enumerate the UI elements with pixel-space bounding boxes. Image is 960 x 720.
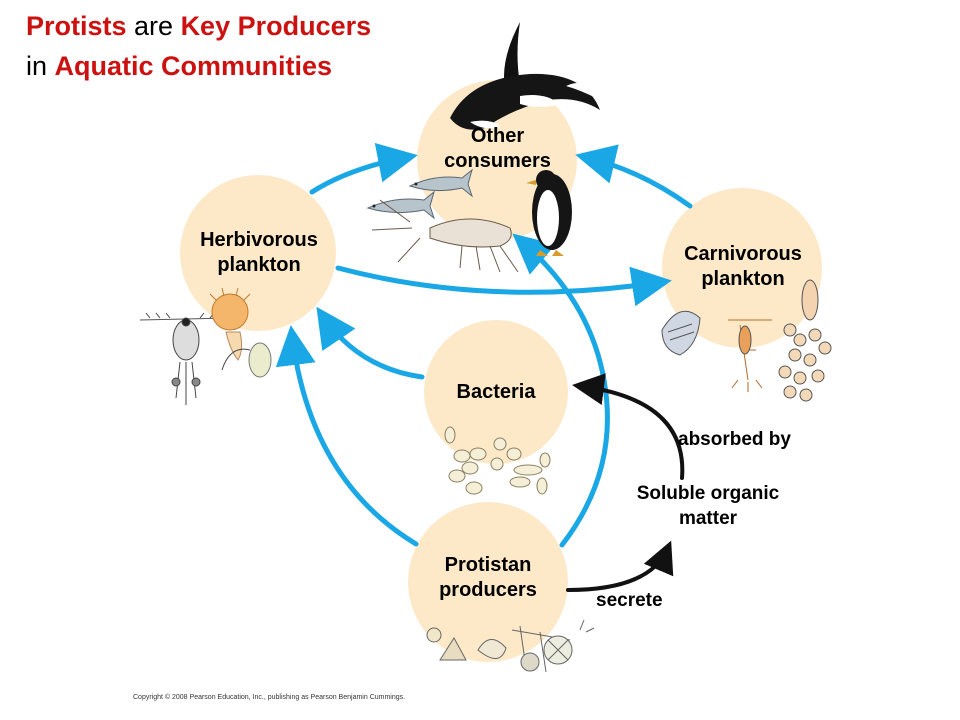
bacteria-illustration-icon	[444, 426, 551, 495]
title-line-1: Protists are Key Producers	[26, 6, 371, 46]
slide-title: Protists are Key Producers in Aquatic Co…	[26, 6, 371, 86]
herbivorous-plankton-circle	[180, 175, 336, 331]
protistan-producers-label: Protistan producers	[439, 554, 537, 601]
shrimp-icon	[371, 199, 519, 273]
fish-icon	[366, 168, 474, 220]
penguin-icon	[526, 170, 572, 256]
orca-icon	[450, 22, 600, 130]
secrete-label: secrete	[596, 590, 663, 611]
arrow-herbivorous-to-consumers	[309, 142, 418, 195]
carnivorous-plankton-icon	[661, 279, 832, 402]
title-aquatic-communities: Aquatic Communities	[54, 51, 333, 81]
arrow-herbivorous-to-carnivorous	[335, 265, 672, 307]
herbivorous-plankton-label: Herbivorous plankton	[200, 229, 318, 276]
carnivorous-plankton-label: Carnivorous plankton	[684, 243, 802, 290]
title-in: in	[26, 51, 55, 81]
herbivorous-plankton-icon	[139, 287, 272, 405]
arrow-carnivorous-to-consumers	[575, 144, 693, 209]
protistan-producers-circle	[408, 502, 568, 662]
title-key-producers: Key Producers	[180, 11, 372, 41]
title-are: are	[126, 11, 181, 41]
other-consumers-label: Other consumers	[444, 125, 551, 172]
title-protists: Protists	[26, 11, 127, 41]
bacteria-circle	[424, 320, 568, 464]
absorbed-by-label: absorbed by	[678, 429, 791, 450]
protist-illustration-icon	[426, 619, 595, 673]
soluble-organic-matter-label: Soluble organic matter	[636, 483, 780, 529]
arrow-bacteria-to-herbivorous	[316, 306, 425, 380]
arrow-organic-to-bacteria	[572, 373, 685, 480]
carnivorous-plankton-circle	[662, 188, 822, 348]
title-line-2: in Aquatic Communities	[26, 46, 371, 86]
bacteria-label: Bacteria	[456, 381, 536, 403]
arrow-protists-to-organic	[566, 540, 674, 592]
copyright-notice: Copyright © 2008 Pearson Education, Inc.…	[133, 694, 406, 701]
arrow-protists-to-herbivorous	[275, 325, 419, 547]
